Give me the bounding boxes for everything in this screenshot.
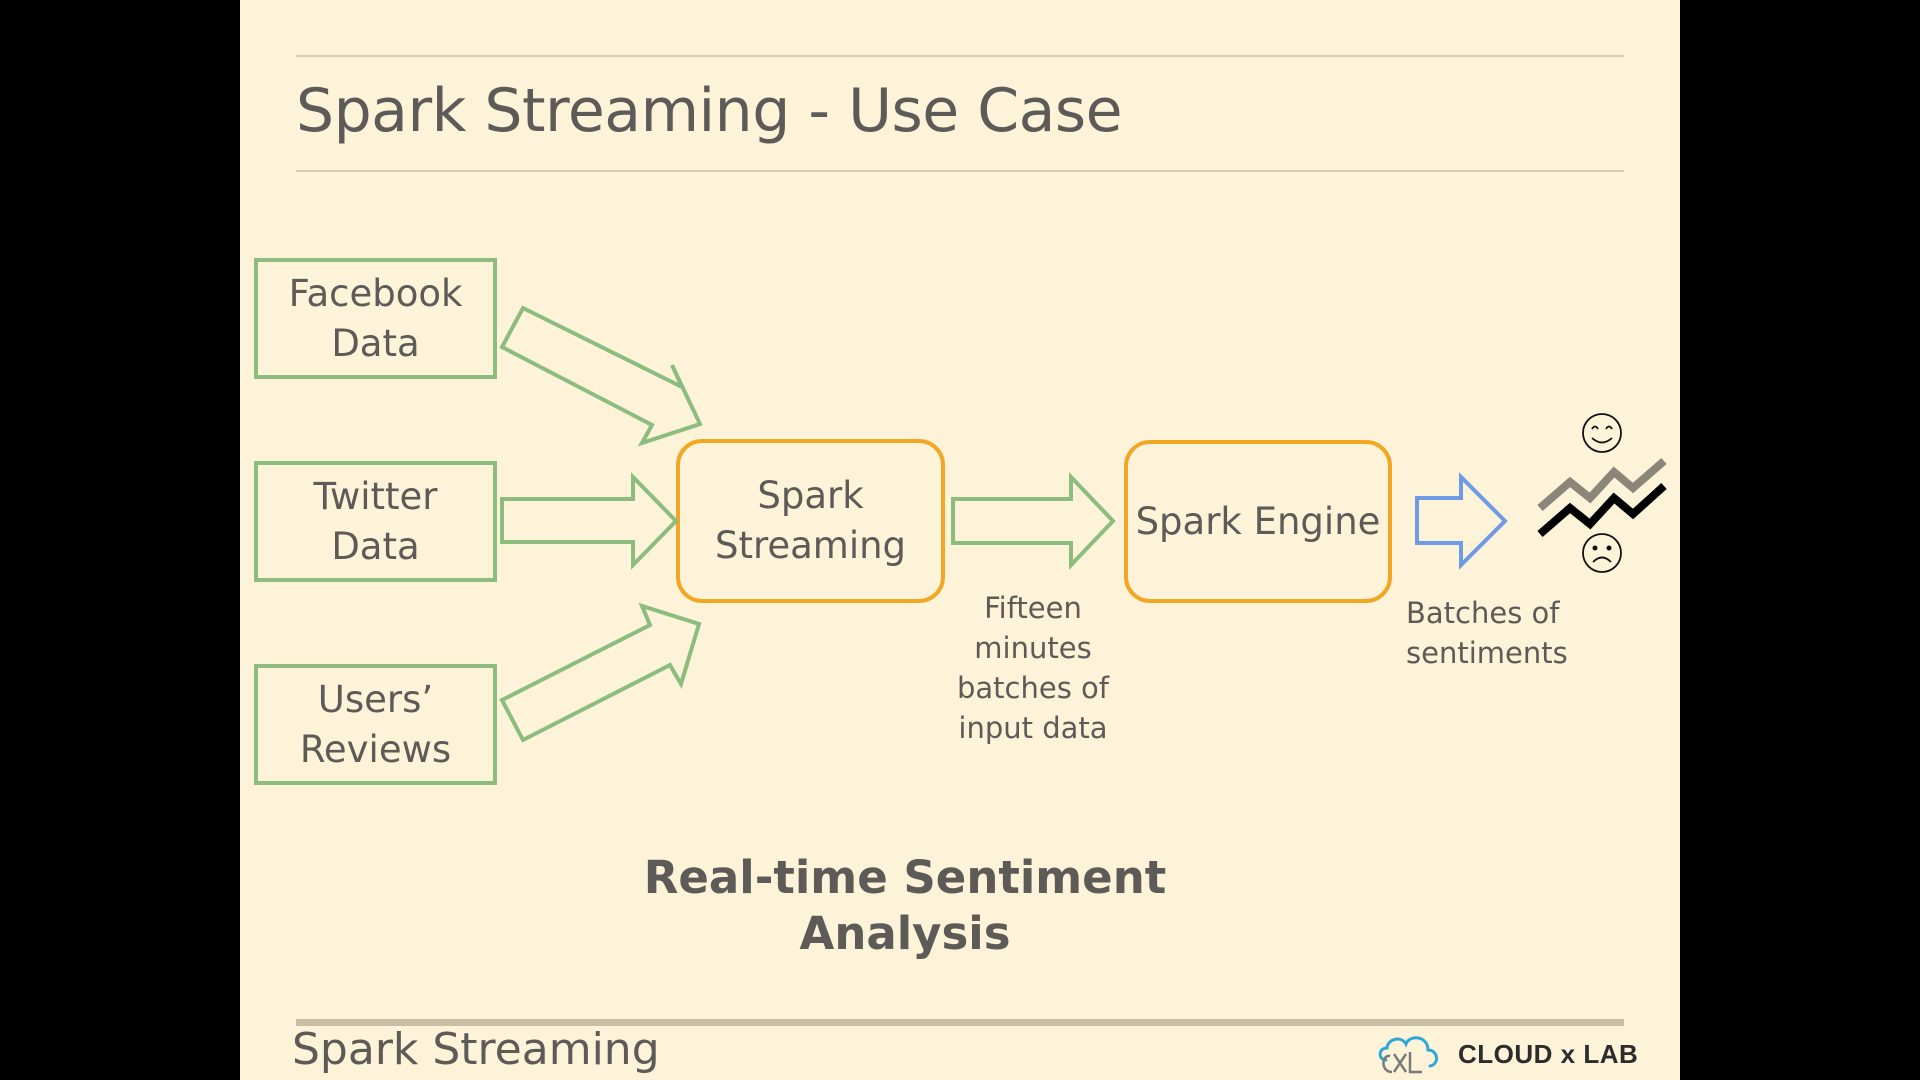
top-rule (296, 55, 1624, 57)
output-label-line1: Batches of (1406, 596, 1560, 630)
arrow-twitter-to-streaming (500, 472, 679, 570)
source-box-users-reviews: Users’ Reviews (254, 664, 497, 785)
spark-engine-label: Spark Engine (1135, 499, 1381, 543)
logo-text: CLOUD x LAB (1458, 1038, 1639, 1069)
footer-title: Spark Streaming (292, 1024, 660, 1075)
source-box-facebook: Facebook Data (254, 258, 497, 379)
spark-streaming-line1: Spark (757, 474, 864, 517)
spark-streaming-line2: Streaming (714, 524, 907, 567)
slide: Spark Streaming - Use Case Spark Streami… (240, 0, 1680, 1080)
source-reviews-line1: Users’ (317, 677, 434, 721)
title-rule (296, 170, 1624, 172)
arrow-streaming-to-engine (951, 472, 1116, 570)
source-box-twitter: Twitter Data (254, 461, 497, 582)
source-twitter-line1: Twitter (313, 474, 438, 518)
cloud-logo-icon (1378, 1036, 1438, 1074)
batch-label-line4: input data (958, 711, 1108, 745)
source-facebook-line1: Facebook (288, 271, 463, 315)
headline-line2: Analysis (799, 907, 1011, 960)
output-label-line2: sentiments (1406, 636, 1568, 670)
source-facebook-line2: Data (331, 321, 420, 365)
slide-title: Spark Streaming - Use Case (296, 76, 1123, 146)
spark-engine-box: Spark Engine (1124, 440, 1392, 603)
arrow-reviews-to-streaming (499, 602, 702, 743)
output-label: Batches of sentiments (1406, 593, 1582, 673)
headline: Real-time Sentiment Analysis (0, 850, 1810, 962)
source-twitter-line2: Data (331, 524, 420, 568)
headline-line1: Real-time Sentiment (643, 851, 1167, 904)
batch-label-line2: minutes (974, 631, 1092, 665)
arrow-facebook-to-streaming (499, 305, 703, 447)
smiley-happy-icon (1582, 413, 1622, 453)
batch-label-line3: batches of (957, 671, 1109, 705)
smiley-sad-icon (1582, 533, 1622, 573)
source-reviews-line2: Reviews (299, 727, 452, 771)
footer-rule (296, 1019, 1624, 1026)
batch-interval-label: Fifteen minutes batches of input data (943, 588, 1123, 748)
arrow-engine-to-output (1415, 472, 1508, 570)
batch-label-line1: Fifteen (984, 591, 1082, 625)
cloudxlab-logo: CLOUD x LAB (1372, 1030, 1638, 1078)
trend-lines-icon (1537, 457, 1667, 538)
